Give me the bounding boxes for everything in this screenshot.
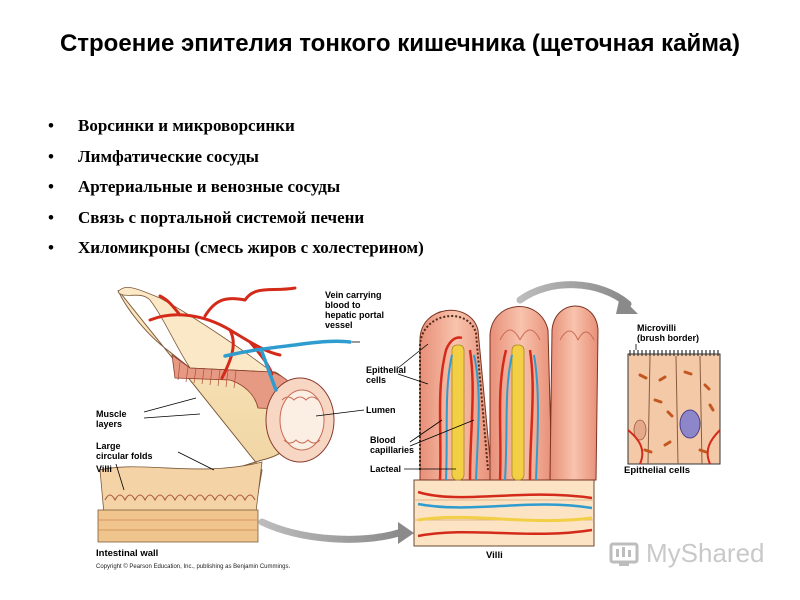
- bullet-list: •Ворсинки и микроворсинки •Лимфатические…: [48, 111, 424, 264]
- lacteal-left: [451, 344, 465, 481]
- label-muscle-layers: Muscle layers: [96, 409, 127, 429]
- muscle-stripes: [177, 361, 237, 389]
- base-lacteal: [417, 515, 593, 523]
- pointer-capillaries-2: [409, 419, 475, 447]
- bullet-item: •Хиломикроны (смесь жиров с холестерином…: [48, 233, 424, 264]
- label-lumen: Lumen: [366, 405, 396, 415]
- cell-nucleus-left: [633, 419, 647, 441]
- pointer-capillaries-1: [409, 419, 443, 443]
- arrow-villi-to-cells: [516, 281, 632, 308]
- bullet-dot: •: [48, 177, 54, 196]
- brush-border: [629, 350, 719, 356]
- wall-section-layers: [98, 519, 258, 531]
- bullet-item: •Артериальные и венозные сосуды: [48, 172, 424, 203]
- villus-right: [549, 305, 599, 481]
- lacteal-center: [511, 344, 525, 481]
- lumen-folds: [281, 396, 321, 444]
- bullet-item: •Ворсинки и микроворсинки: [48, 111, 424, 142]
- basement-red: [627, 429, 721, 465]
- villi-base: [413, 479, 595, 547]
- vessel-tree: [148, 286, 360, 392]
- base-veins: [417, 502, 593, 510]
- villus-folds: [499, 329, 595, 341]
- pointer-folds: [177, 451, 215, 471]
- bullet-dot: •: [48, 238, 54, 257]
- watermark-icon: [609, 542, 639, 566]
- bullet-dot: •: [48, 116, 54, 135]
- label-epithelial-cells-mid: Epithelial cells: [366, 365, 407, 385]
- pointer-epithelial-1: [397, 343, 429, 369]
- cells-block: [627, 353, 721, 465]
- base-vessels: [417, 490, 593, 538]
- label-circular-folds: Large circular folds: [96, 441, 153, 461]
- caption-intestinal-wall: Intestinal wall: [96, 548, 159, 559]
- cell-borders: [647, 355, 703, 465]
- villi-block: [413, 305, 599, 547]
- intestine-tube: [97, 286, 335, 543]
- arrow-villi-to-cells-head: [616, 296, 638, 314]
- label-capillaries: Blood capillaries: [370, 435, 415, 455]
- lumen-inner: [279, 389, 325, 451]
- wall-villi-edge: [104, 494, 256, 502]
- vein-vessel: [223, 339, 352, 392]
- bullet-item: •Лимфатические сосуды: [48, 142, 424, 173]
- capillary-artery-center: [498, 349, 534, 481]
- capillary-vein-left: [445, 354, 480, 481]
- pointer-lines: [115, 343, 637, 491]
- villus-left-edge: [419, 315, 489, 471]
- slide-title: Строение эпителия тонкого кишечника (щет…: [59, 30, 741, 57]
- label-villi: Villi: [96, 464, 112, 474]
- watermark: MyShared: [608, 536, 768, 572]
- caption-villi: Villi: [486, 550, 503, 561]
- caption-epithelial-cells: Epithelial cells: [624, 465, 690, 476]
- pointer-muscle-2: [143, 413, 201, 419]
- epithelial-cells: [627, 350, 721, 465]
- cell-nucleus: [679, 409, 701, 439]
- artery-vessel: [148, 286, 297, 380]
- pointer-epithelial-2: [397, 373, 429, 385]
- label-lacteal: Lacteal: [370, 464, 402, 474]
- capillary-artery-left: [438, 336, 474, 481]
- pointer-villi: [115, 463, 125, 491]
- label-vein: Vein carrying blood to hepatic portal ve…: [325, 290, 385, 330]
- arrow-wall-to-villi-head: [398, 522, 414, 544]
- bullet-dot: •: [48, 146, 54, 166]
- arrow-wall-to-villi: [258, 518, 406, 543]
- mitochondria: [638, 370, 715, 454]
- bullet-item: •Связь с портальной системой печени: [48, 203, 424, 234]
- wall-section: [97, 509, 259, 543]
- pointer-lumen: [315, 409, 365, 417]
- tube-top-surface: [117, 286, 274, 373]
- bullet-dot: •: [48, 207, 54, 227]
- capillary-vein-center: [504, 354, 539, 481]
- pointer-muscle-1: [143, 397, 197, 413]
- watermark-text: MyShared: [646, 538, 765, 568]
- label-microvilli: Microvilli (brush border): [637, 323, 699, 343]
- copyright-text: Copyright © Pearson Education, Inc., pub…: [96, 564, 291, 570]
- wall-lower: [99, 461, 263, 526]
